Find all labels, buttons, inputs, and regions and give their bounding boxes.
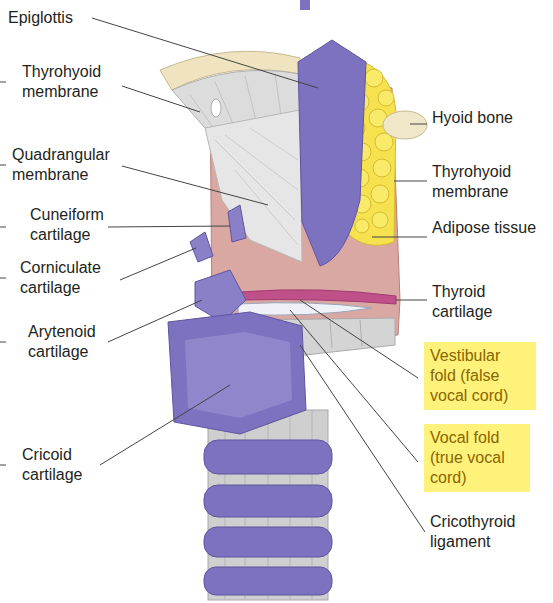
part-label: Quadrangular membrane xyxy=(12,145,122,185)
vocal-fold xyxy=(238,303,372,315)
vestibular-fold xyxy=(240,290,396,304)
quadrangular-streaks xyxy=(215,128,298,245)
cuneiform-cartilage xyxy=(228,205,246,242)
membrane-foramen xyxy=(211,99,221,117)
part-label: Thyrohyoid membrane xyxy=(432,162,542,202)
highlight-box: Vestibular fold (false vocal cord) xyxy=(424,342,536,410)
margin-ticks xyxy=(0,82,6,465)
highlight-box: Vocal fold (true vocal cord) xyxy=(424,424,530,492)
hyoid-bone xyxy=(383,111,427,139)
structure-label: Vocal fold (true vocal cord) xyxy=(430,428,524,488)
structure-label: Vestibular fold (false vocal cord) xyxy=(430,346,530,406)
quadrangular-membrane xyxy=(205,110,302,262)
cricoid-cartilage xyxy=(168,312,306,434)
tube-top xyxy=(300,0,310,10)
part-label: Adipose tissue xyxy=(432,218,542,238)
tracheal-rings xyxy=(204,440,332,595)
part-label: Cricothyroid ligament xyxy=(430,512,545,552)
epiglottis xyxy=(298,40,366,266)
part-label: Cricoid cartilage xyxy=(22,445,98,485)
part-label: Corniculate cartilage xyxy=(20,258,120,298)
part-label: Hyoid bone xyxy=(432,108,542,128)
corniculate-cartilage xyxy=(190,232,213,262)
part-label: Thyroid cartilage xyxy=(432,282,542,322)
part-label: Thyrohyoid membrane xyxy=(22,62,122,102)
leader-lines xyxy=(92,18,427,532)
cricoid-highlight xyxy=(185,332,292,418)
part-label: Arytenoid cartilage xyxy=(28,322,108,362)
part-label: Cuneiform cartilage xyxy=(30,205,110,245)
part-label: Epiglottis xyxy=(8,8,118,28)
